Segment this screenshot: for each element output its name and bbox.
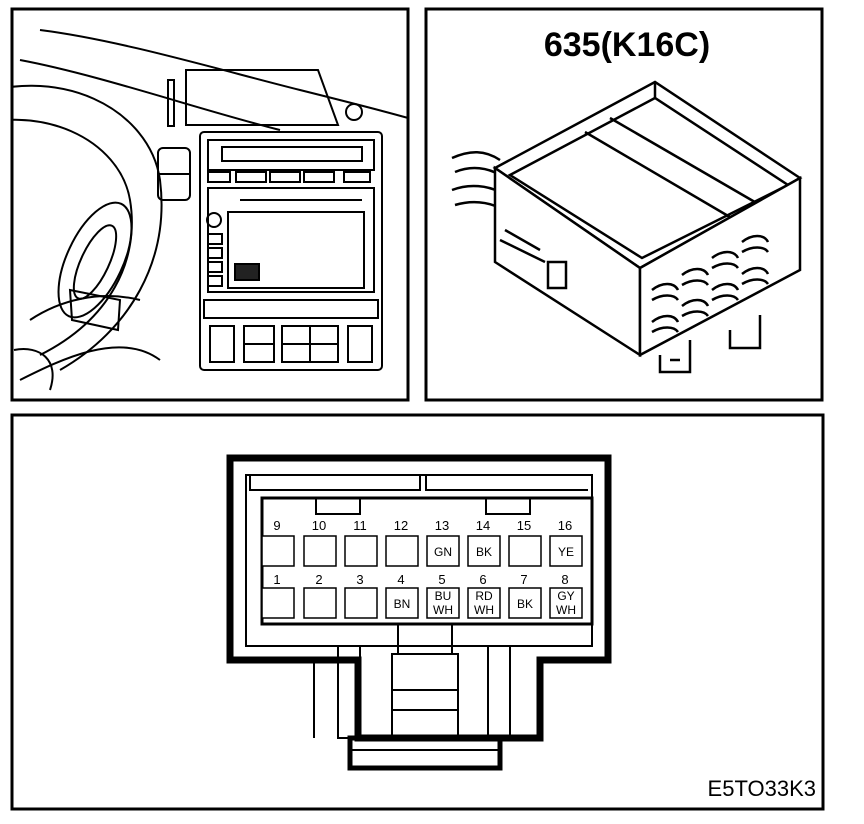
wire-color-label: BK [476, 545, 492, 559]
pin-number: 9 [273, 518, 280, 533]
pin-8: 8 GY WH GY WH [549, 572, 583, 619]
pin-number: 5 [438, 572, 445, 587]
pin-number: 4 [397, 572, 404, 587]
pin-number: 14 [476, 518, 490, 533]
wire-color-label-line1: RD [475, 589, 493, 603]
connector-perspective-panel: 635(K16C) [424, 7, 824, 402]
pinout-panel: 9 10 11 12 13 GN 14 [10, 413, 825, 811]
pin-row-bottom: 1 2 3 4 BN 5 BU WH BU WH [261, 572, 583, 619]
pin-cavity [385, 535, 419, 567]
pin-number: 1 [273, 572, 280, 587]
pin-row-top: 9 10 11 12 13 GN 14 [261, 518, 583, 567]
pin-13: 13 GN [426, 518, 460, 567]
pin-6: 6 RD WH RD WH [467, 572, 501, 619]
pin-cavity [385, 587, 419, 619]
pin-number: 2 [315, 572, 322, 587]
pin-cavity [467, 535, 501, 567]
pin-7: 7 BK [508, 572, 542, 619]
wire-color-label-line2: WH [556, 603, 576, 617]
pin-number: 10 [312, 518, 326, 533]
pin-cavity [426, 535, 460, 567]
connector-3d-illustration [451, 80, 803, 374]
pin-cavity [261, 535, 295, 567]
wire-color-label: BK [517, 597, 533, 611]
pin-number: 11 [353, 518, 367, 533]
wire-color-label-line1: BU [435, 589, 452, 603]
pin-cavity [344, 587, 378, 619]
wire-color-label-line2: WH [433, 603, 453, 617]
pin-cavity [426, 587, 460, 619]
connector-housing [226, 454, 612, 771]
pin-number: 15 [517, 518, 531, 533]
pin-15: 15 [508, 518, 542, 567]
pin-cavity [508, 535, 542, 567]
pin-16: 16 YE [549, 518, 583, 567]
pin-1: 1 [261, 572, 295, 619]
pin-10: 10 [303, 518, 337, 567]
wire-color-label-line1: GY [557, 589, 574, 603]
pin-number: 8 [561, 572, 568, 587]
pin-9: 9 [261, 518, 295, 567]
location-panel [10, 7, 410, 402]
pin-cavity [549, 535, 583, 567]
pin-cavity [344, 535, 378, 567]
pin-cavity [508, 587, 542, 619]
pin-number: 6 [479, 572, 486, 587]
pin-cavity [303, 535, 337, 567]
wire-color-label: GN [434, 545, 452, 559]
wire-color-label: YE [558, 545, 574, 559]
pin-3: 3 [344, 572, 378, 619]
dashboard-illustration [13, 29, 407, 391]
pin-cavity [303, 587, 337, 619]
wire-color-label-line2: WH [474, 603, 494, 617]
pin-number: 12 [394, 518, 408, 533]
pin-4: 4 BN [385, 572, 419, 619]
pin-11: 11 [344, 518, 378, 567]
pin-2: 2 [303, 572, 337, 619]
pin-5: 5 BU WH BU WH [426, 572, 460, 619]
pin-number: 3 [356, 572, 363, 587]
pin-cavity [549, 587, 583, 619]
pin-14: 14 BK [467, 518, 501, 567]
pin-number: 16 [558, 518, 572, 533]
pin-number: 13 [435, 518, 449, 533]
pin-number: 7 [520, 572, 527, 587]
figure-code: E5TO33K3 [708, 776, 816, 801]
wire-color-label: BN [394, 597, 411, 611]
pin-cavity [261, 587, 295, 619]
pin-12: 12 [385, 518, 419, 567]
connector-title: 635(K16C) [544, 26, 710, 64]
pin-cavity [467, 587, 501, 619]
